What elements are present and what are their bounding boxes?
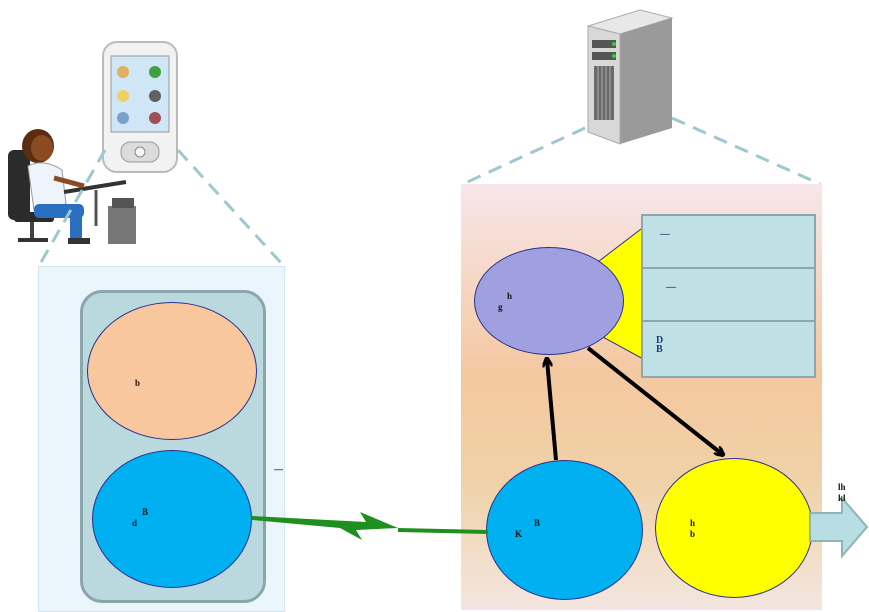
client-blue-ellipse	[92, 450, 252, 588]
output-arrow-label-2: kl	[838, 493, 846, 503]
output-arrow-label-1: lh	[838, 482, 846, 492]
server-yellow-ellipse-label-1: h	[690, 518, 696, 528]
client-side-label: —	[274, 464, 283, 474]
server-purple-ellipse-label-1: h	[507, 291, 513, 301]
server-blue-ellipse-label-1: B	[534, 518, 541, 528]
client-peach-ellipse-label: b	[135, 378, 141, 388]
server-blue-ellipse-label-2: K	[515, 529, 523, 539]
server-purple-ellipse-label-2: g	[498, 302, 503, 312]
table-row-1-text: —	[660, 229, 670, 240]
data-table	[641, 214, 816, 378]
server-yellow-ellipse-label-2: b	[690, 529, 696, 539]
table-row-2-text: —	[666, 282, 676, 293]
server-yellow-ellipse	[655, 458, 813, 598]
server-purple-ellipse	[474, 247, 624, 355]
table-row	[643, 269, 814, 322]
person-at-desk-illustration	[4, 126, 140, 248]
table-row-3-text: D B	[656, 335, 664, 355]
client-blue-ellipse-label-2: d	[132, 518, 138, 528]
client-blue-ellipse-label-1: B	[142, 507, 149, 517]
output-arrow-icon	[809, 495, 869, 559]
arrow-diagonal	[586, 346, 722, 454]
table-row	[643, 216, 814, 269]
client-peach-ellipse	[87, 302, 257, 440]
server-illustration	[584, 4, 676, 146]
mobile-phone-illustration	[101, 40, 179, 174]
arrow-up	[547, 360, 558, 461]
lightning-bolt-icon	[252, 512, 398, 540]
